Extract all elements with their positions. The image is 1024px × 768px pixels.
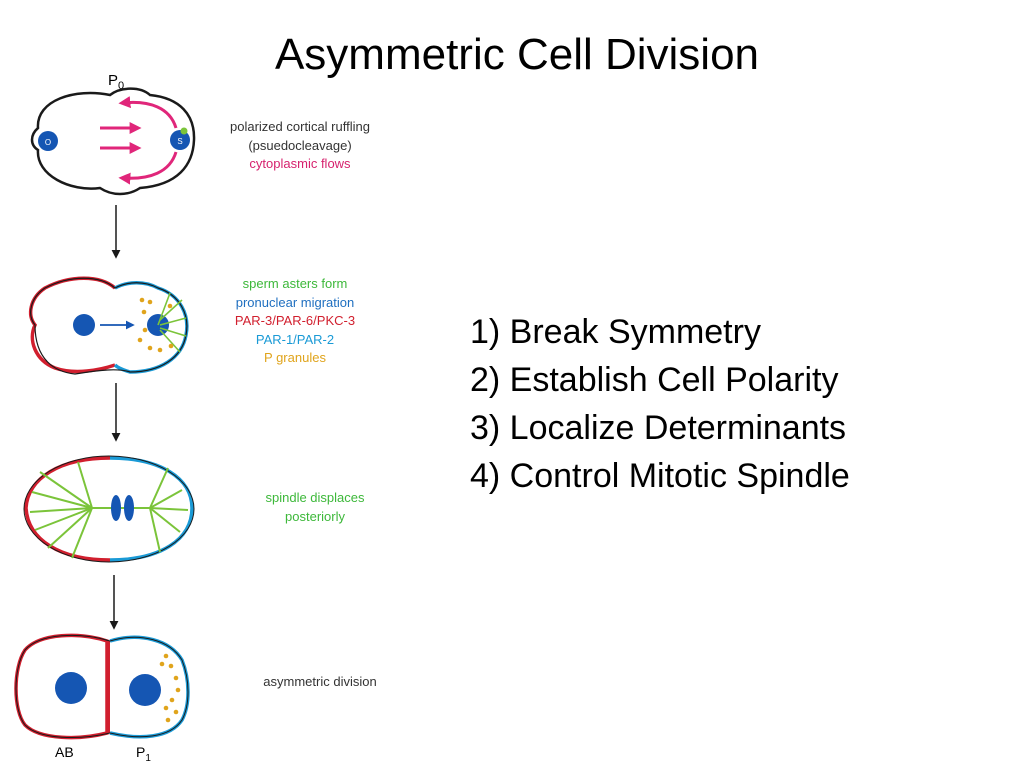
stage3-posterior-cortex — [109, 456, 194, 562]
nucleus-o-label: O — [45, 138, 51, 147]
nucleus-s-label: S — [177, 137, 182, 146]
step-item: 3) Localize Determinants — [470, 409, 847, 447]
stage2-caption: sperm asters form pronuclear migration P… — [205, 275, 385, 368]
stage3-caption: spindle displaces posteriorly — [240, 489, 390, 526]
caption-line: spindle displaces — [265, 490, 365, 505]
p0-cell-outline — [30, 87, 196, 196]
caption-line: PAR-1/PAR-2 — [255, 331, 335, 347]
p1-nucleus — [129, 674, 161, 706]
caption-line: (psuedocleavage) — [248, 137, 352, 153]
flow-arrow-bottom — [118, 151, 178, 185]
oocyte-nucleus — [38, 131, 58, 151]
step-item: 1) Break Symmetry — [470, 313, 761, 351]
caption-line: sperm asters form — [242, 276, 348, 291]
stage4-cells — [14, 633, 190, 740]
step-item: 4) Control Mitotic Spindle — [470, 457, 850, 495]
maternal-pronucleus — [73, 314, 95, 336]
p-granules — [137, 297, 174, 353]
caption-line: polarized cortical ruffling — [230, 119, 370, 134]
stage2-cell — [28, 276, 189, 375]
stage3-cell — [23, 455, 195, 563]
caption-line: asymmetric division — [263, 674, 377, 689]
step-item: 2) Establish Cell Polarity — [470, 361, 839, 399]
centrosome — [180, 127, 188, 135]
stage2-outline — [30, 277, 188, 375]
stage4-caption: asymmetric division — [240, 673, 400, 692]
steps-list: 1) Break Symmetry 2) Establish Cell Pola… — [470, 308, 850, 500]
caption-line: pronuclear migration — [235, 294, 355, 310]
sperm-asters — [157, 292, 187, 353]
stage3-anterior-cortex — [24, 456, 111, 562]
stage4-outline — [15, 634, 189, 739]
caption-line: posteriorly — [285, 508, 345, 524]
p1-granules — [159, 653, 181, 723]
cell-division-diagram: P0 O S — [14, 72, 196, 740]
caption-line: PAR-3/PAR-6/PKC-3 — [234, 313, 356, 328]
mitotic-spindle — [29, 461, 189, 559]
ab-label: AB — [55, 744, 74, 760]
caption-line: P granules — [264, 350, 326, 365]
flow-arrow-top — [118, 96, 178, 129]
sperm-nucleus — [170, 130, 190, 150]
caption-line: cytoplasmic flows — [249, 156, 351, 171]
stage1-caption: polarized cortical ruffling (psuedocleav… — [210, 118, 390, 174]
stage3-outline — [23, 455, 195, 563]
ab-nucleus — [55, 672, 87, 704]
p1-label: P1 — [136, 744, 151, 764]
stage1-cell: P0 O S — [30, 72, 196, 196]
chromosome-left — [111, 495, 121, 521]
chromosome-right — [124, 495, 134, 521]
page-title: Asymmetric Cell Division — [274, 30, 760, 79]
